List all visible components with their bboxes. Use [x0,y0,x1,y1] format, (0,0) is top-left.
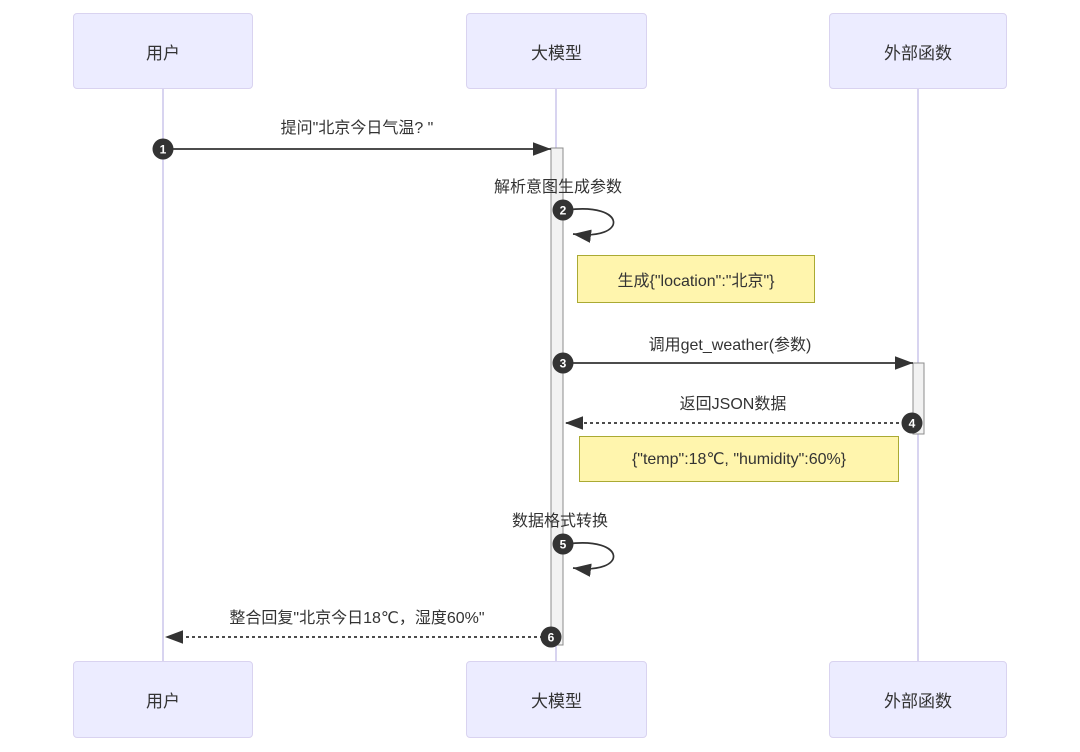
activation-bar-external-function [912,362,925,435]
actor-top-external-function: 外部函数 [829,13,1007,89]
message-label-1: 提问"北京今日气温? " [280,120,434,137]
sequence-number-2: 2 [552,199,574,221]
self-loop-arrow-2 [566,208,615,243]
actor-label: 外部函数 [884,43,952,63]
message-label-2: 解析意图生成参数 [493,179,623,196]
sequence-number-4: 4 [901,412,923,434]
message-label-6: 整合回复"北京今日18℃，湿度60%" [229,610,485,627]
actor-label: 大模型 [531,692,582,711]
activation-bar-llm [550,147,564,646]
note-generated-params: 生成{"location":"北京"} [577,255,815,303]
sequence-number-6: 6 [540,626,562,648]
sequence-number-3: 3 [552,352,574,374]
self-loop-arrow-5 [566,542,615,577]
sequence-number-5: 5 [552,533,574,555]
actor-top-user: 用户 [73,13,253,89]
message-label-5: 数据格式转换 [511,513,609,530]
actor-bottom-llm: 大模型 [466,661,647,738]
note-json-result: {"temp":18℃, "humidity":60%} [579,436,899,482]
actor-bottom-external-function: 外部函数 [829,661,1007,738]
actor-top-llm: 大模型 [466,13,647,89]
actor-bottom-user: 用户 [73,661,253,738]
actor-label: 用户 [146,43,180,63]
actor-label: 外部函数 [884,692,952,711]
actor-label: 用户 [146,692,180,711]
message-label-4: 返回JSON数据 [679,396,787,413]
message-label-3: 调用get_weather(参数) [648,337,812,354]
sequence-number-1: 1 [152,138,174,160]
actor-label: 大模型 [531,43,582,63]
